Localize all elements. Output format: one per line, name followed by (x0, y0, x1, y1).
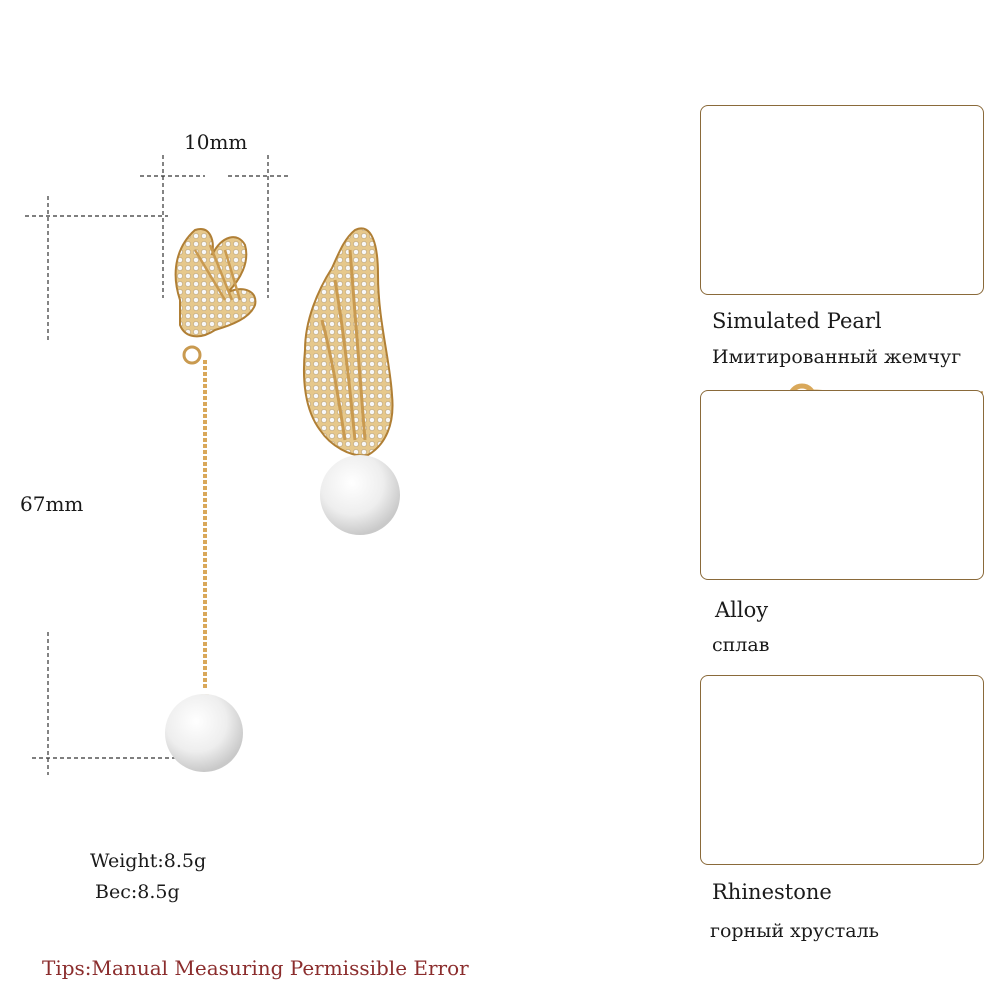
detail-caption-ru-rhinestone: горный хрусталь (710, 920, 879, 942)
detail-caption-en-pearl: Simulated Pearl (712, 309, 882, 333)
left-earring (165, 228, 257, 772)
width-dimension-label: 10mm (184, 130, 248, 154)
length-dimension-label: 67mm (20, 492, 84, 516)
detail-box-alloy (700, 390, 984, 580)
detail-caption-en-rhinestone: Rhinestone (712, 880, 832, 904)
detail-caption-ru-pearl: Имитированный жемчуг (712, 346, 962, 368)
detail-caption-en-alloy: Alloy (715, 598, 769, 622)
weight-label: Weight:8.5g (90, 850, 207, 872)
right-earring (302, 227, 400, 535)
detail-box-pearl (700, 105, 984, 295)
dimension-guides (25, 155, 290, 775)
detail-caption-ru-alloy: сплав (712, 634, 770, 656)
weight-label-ru: Bec:8.5g (95, 881, 180, 903)
tips-note: Tips:Manual Measuring Permissible Error (42, 956, 469, 980)
detail-box-rhinestone (700, 675, 984, 865)
